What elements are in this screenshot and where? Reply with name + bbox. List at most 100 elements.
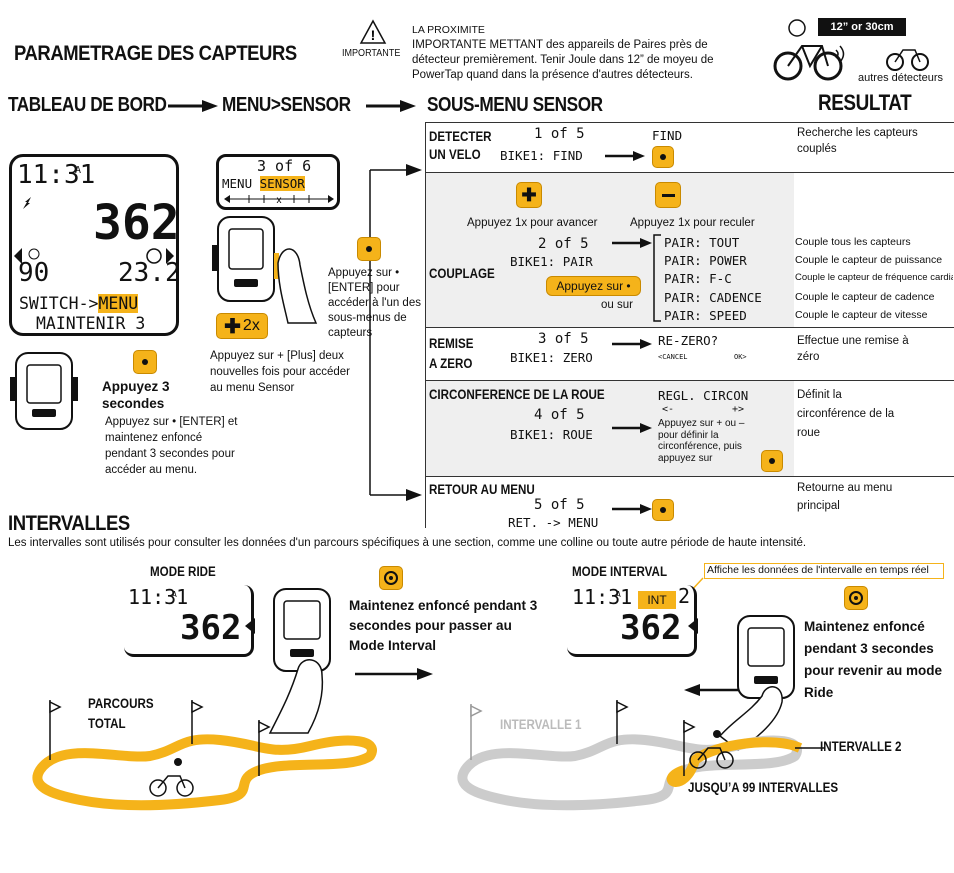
dashboard-screen <box>9 154 179 336</box>
plus-icon: ✚ <box>521 184 537 205</box>
remise-cancel[interactable]: <CANCEL <box>658 353 688 361</box>
enter-button-retour[interactable] <box>652 499 674 521</box>
menu-text: Appuyez sur + [Plus] deux nouvelles fois… <box>210 350 350 394</box>
row-retour-result-cell <box>793 476 954 528</box>
row-circ-result-cell <box>793 380 954 476</box>
remise-bike-label: BIKE1: <box>510 350 556 365</box>
plus-icon: ✚ <box>224 315 241 338</box>
warning-text: IMPORTANTE METTANT des appareils de Pair… <box>412 39 714 81</box>
minus-button[interactable] <box>655 182 681 208</box>
mode-ride-label: MODE RIDE <box>150 564 216 579</box>
lap-icon <box>849 591 863 605</box>
remise-ok[interactable]: OK> <box>734 353 747 361</box>
row-couplage <box>425 172 794 327</box>
arrow-left-icon <box>245 618 255 634</box>
lap-button-2[interactable] <box>844 586 868 610</box>
option-power[interactable]: PAIR: POWER <box>664 253 747 269</box>
menu-counter: 3 of 6 <box>257 157 312 175</box>
menu-line: MENU SENSOR <box>222 176 305 191</box>
menu-sensor-highlight: SENSOR <box>259 176 305 191</box>
arrow-icon <box>605 151 645 161</box>
options-bracket <box>653 234 661 322</box>
circ-result: Définit la circonférence de la roue <box>797 389 895 439</box>
arrow-icon <box>612 504 652 514</box>
dash-power: 362 <box>93 195 180 251</box>
hold-text: Appuyez sur • [ENTER] et maintenez enfon… <box>105 416 238 476</box>
enter-button-circ[interactable] <box>761 450 783 472</box>
remise-result: Effectue une remise à zéro <box>797 335 909 363</box>
circ-note: Appuyez sur + ou – pour définir la circo… <box>658 418 745 464</box>
device-hand-icon <box>212 216 318 324</box>
row-detect <box>425 122 794 172</box>
arrow-icon <box>612 423 652 433</box>
enter-button[interactable] <box>133 350 157 374</box>
menu-scale-icon: x <box>224 195 334 206</box>
plus-2x-button[interactable]: ✚2x <box>216 313 268 339</box>
couplage-bike: BIKE1: PAIR <box>510 254 593 269</box>
power-bolt-icon <box>23 197 31 209</box>
detect-title: DETECTER UN VELO <box>429 128 492 164</box>
option-tout[interactable]: PAIR: TOUT <box>664 235 740 250</box>
warning-title: LA PROXIMITE <box>412 24 485 36</box>
plus-button[interactable]: ✚ <box>516 182 542 208</box>
max-intervals-label: JUSQU’A 99 INTERVALLES <box>688 780 839 795</box>
couplage-enter-button[interactable]: Appuyez sur • <box>546 276 641 296</box>
minus-icon <box>661 193 675 197</box>
lap-icon <box>384 571 398 585</box>
device-hand-icon <box>718 615 795 751</box>
arrow-icon <box>168 100 218 112</box>
warning-label: IMPORTANTE <box>342 47 401 59</box>
heading-resultat: RESULTAT <box>818 90 912 115</box>
circ-bike-value: ROUE <box>562 427 593 442</box>
dash-right-value: 23.2 <box>118 258 181 288</box>
dash-ampm: A <box>75 165 82 176</box>
lap-button[interactable] <box>379 566 403 590</box>
enter-button-detect[interactable] <box>652 146 674 168</box>
intervalle-1-label: INTERVALLE 1 <box>500 717 582 732</box>
enter-button-sensor[interactable] <box>357 237 381 261</box>
couplage-title: COUPLAGE <box>429 266 495 281</box>
arrow-icon <box>612 238 652 248</box>
distance-badge: 12” or 30cm <box>818 18 906 36</box>
retour-counter: 5 of 5 <box>534 497 585 513</box>
device-icon <box>10 352 78 430</box>
row-couplage-result-cell <box>793 172 954 327</box>
detect-title-2: UN VELO <box>429 147 481 162</box>
circ-screen: REGL. CIRCON <box>658 388 749 403</box>
detect-bike: BIKE1: FIND <box>500 148 583 163</box>
row-circ <box>425 380 794 476</box>
intervalle-2-label: INTERVALLE 2 <box>820 739 902 754</box>
interval-ampm: A <box>616 590 621 599</box>
option-fc[interactable]: PAIR: F-C <box>664 271 732 287</box>
course-intervals <box>457 700 825 811</box>
int-number: 2 <box>678 584 691 608</box>
detect-result: Recherche les capteurs couplés <box>797 127 918 155</box>
row-remise-result-cell <box>793 327 954 380</box>
row-retour <box>425 476 794 528</box>
dash-time: 11:31 <box>17 160 96 190</box>
row-remise <box>425 327 794 380</box>
hold-ride-text: Maintenez enfoncé pendant 3 secondes pou… <box>804 619 943 700</box>
remise-bike-value: ZERO <box>562 350 593 365</box>
detect-title-1: DETECTER <box>429 129 492 144</box>
couplage-counter: 2 of 5 <box>538 236 589 252</box>
couplage-bike-value: PAIR <box>562 254 593 269</box>
retour-title: RETOUR AU MENU <box>429 482 535 497</box>
circ-bike: BIKE1: ROUE <box>510 427 593 442</box>
intervalles-desc: Les intervalles sont utilisés pour consu… <box>8 537 807 549</box>
arrows-icon <box>14 248 174 264</box>
option-cadence[interactable]: PAIR: CADENCE <box>664 289 762 305</box>
result-tout: Couple tous les capteurs <box>795 236 911 248</box>
heading-menu-sensor: MENU>SENSOR <box>222 94 351 116</box>
retour-value: RET. -> MENU <box>508 515 599 530</box>
dash-line2: MAINTENIR 3 <box>36 314 146 333</box>
svg-text:x: x <box>277 195 282 206</box>
hold-title: Appuyez 3 secondes <box>102 379 170 411</box>
plus-2x-label: 2x <box>242 317 260 334</box>
result-cadence: Couple le capteur de cadence <box>795 290 935 303</box>
ride-power: 362 <box>180 608 242 648</box>
dash-line1: SWITCH->MENU <box>19 294 139 313</box>
result-power: Couple le capteur de puissance <box>795 254 943 267</box>
option-speed[interactable]: PAIR: SPEED <box>664 307 747 323</box>
